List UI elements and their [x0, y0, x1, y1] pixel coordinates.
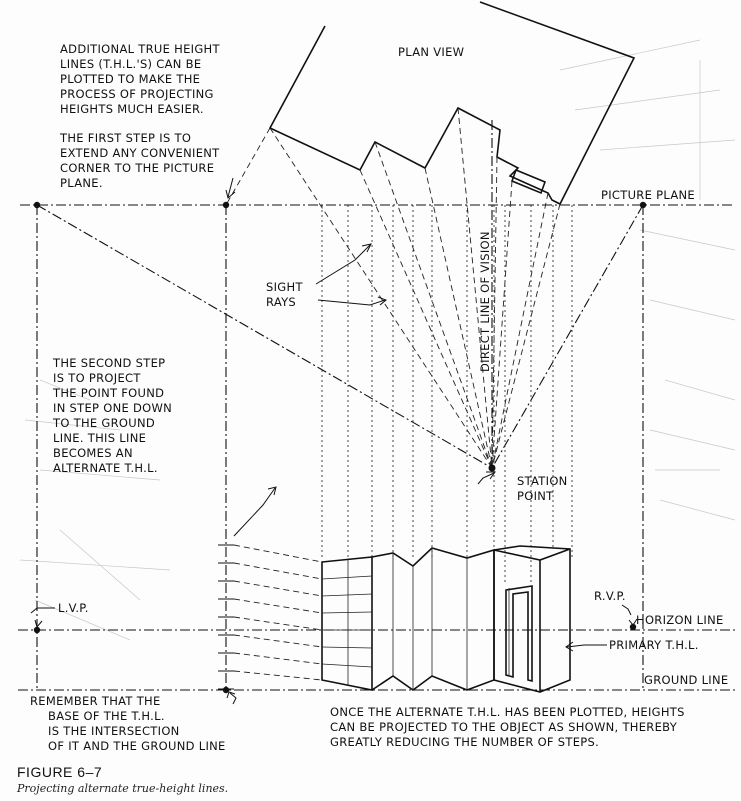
- plan-view-label: PLAN VIEW: [398, 45, 464, 59]
- note-line: BASE OF THE T.H.L.: [48, 709, 165, 723]
- note-line: ADDITIONAL TRUE HEIGHT: [60, 42, 220, 56]
- note-line: OF IT AND THE GROUND LINE: [48, 739, 226, 753]
- rvp-label: R.V.P.: [594, 589, 626, 603]
- note-line: ALTERNATE T.H.L.: [53, 461, 158, 475]
- figure-caption-subtitle: Projecting alternate true-height lines.: [16, 782, 228, 795]
- note-line: TO THE GROUND: [52, 416, 155, 430]
- height-projection-lines: [233, 544, 323, 681]
- station-point-label-line1: STATION: [517, 474, 568, 488]
- note-line: GREATLY REDUCING THE NUMBER OF STEPS.: [330, 735, 599, 749]
- figure-caption-title: FIGURE 6–7: [17, 764, 102, 780]
- note-once-plotted: ONCE THE ALTERNATE T.H.L. HAS BEEN PLOTT…: [330, 705, 685, 749]
- perspective-object: [321, 545, 571, 693]
- rvp-point: [629, 623, 637, 631]
- horizon-line-label: HORIZON LINE: [636, 613, 724, 627]
- note-line: IS THE INTERSECTION: [48, 724, 180, 738]
- alternate-thl-ticks: [218, 544, 234, 690]
- station-point-marker: [488, 464, 496, 472]
- note-line: PROCESS OF PROJECTING: [60, 87, 214, 101]
- note-line: CAN BE PROJECTED TO THE OBJECT AS SHOWN,…: [330, 720, 678, 734]
- thl-base-point: [222, 686, 230, 694]
- ground-line-label: GROUND LINE: [644, 673, 728, 687]
- note-line: IN STEP ONE DOWN: [53, 401, 172, 415]
- note-line: EXTEND ANY CONVENIENT: [60, 146, 220, 160]
- right-vp-locator-line: [491, 204, 644, 469]
- note-line: PLANE.: [60, 176, 103, 190]
- primary-thl-label: PRIMARY T.H.L.: [609, 638, 699, 652]
- note-line: THE FIRST STEP IS TO: [59, 131, 191, 145]
- note-line: IS TO PROJECT: [53, 371, 141, 385]
- note-additional-thl: ADDITIONAL TRUE HEIGHT LINES (T.H.L.'S) …: [60, 42, 220, 116]
- note-line: PLOTTED TO MAKE THE: [60, 72, 200, 86]
- station-point-label-line2: POINT: [517, 489, 554, 503]
- plan-view-building: [268, 1, 636, 206]
- picture-plane-label: PICTURE PLANE: [601, 188, 695, 202]
- sight-rays-label-line1: SIGHT: [266, 280, 303, 294]
- note-first-step: THE FIRST STEP IS TO EXTEND ANY CONVENIE…: [59, 131, 220, 190]
- background-sketch: [19, 39, 736, 641]
- annotation-arrows: [30, 177, 638, 705]
- lvp-label: L.V.P.: [58, 601, 89, 615]
- corner-extension-line: [225, 127, 271, 206]
- note-line: ONCE THE ALTERNATE T.H.L. HAS BEEN PLOTT…: [330, 705, 685, 719]
- note-second-step: THE SECOND STEP IS TO PROJECT THE POINT …: [52, 356, 172, 475]
- note-line: THE SECOND STEP: [52, 356, 165, 370]
- direct-line-of-vision-label: DIRECT LINE OF VISION: [478, 231, 492, 372]
- note-line: HEIGHTS MUCH EASIER.: [60, 102, 204, 116]
- lvp-point: [33, 626, 41, 634]
- left-vp-locator-line: [36, 204, 493, 469]
- note-line: BECOMES AN: [53, 446, 133, 460]
- note-line: LINE. THIS LINE: [53, 431, 146, 445]
- sight-rays-label-line2: RAYS: [266, 295, 296, 309]
- note-line: THE POINT FOUND: [52, 386, 164, 400]
- vertical-dotted-projectors: [321, 205, 573, 585]
- note-line: CORNER TO THE PICTURE: [60, 161, 214, 175]
- note-remember: REMEMBER THAT THE BASE OF THE T.H.L. IS …: [30, 694, 226, 753]
- note-line: REMEMBER THAT THE: [30, 694, 161, 708]
- note-line: LINES (T.H.L.'S) CAN BE: [60, 57, 201, 71]
